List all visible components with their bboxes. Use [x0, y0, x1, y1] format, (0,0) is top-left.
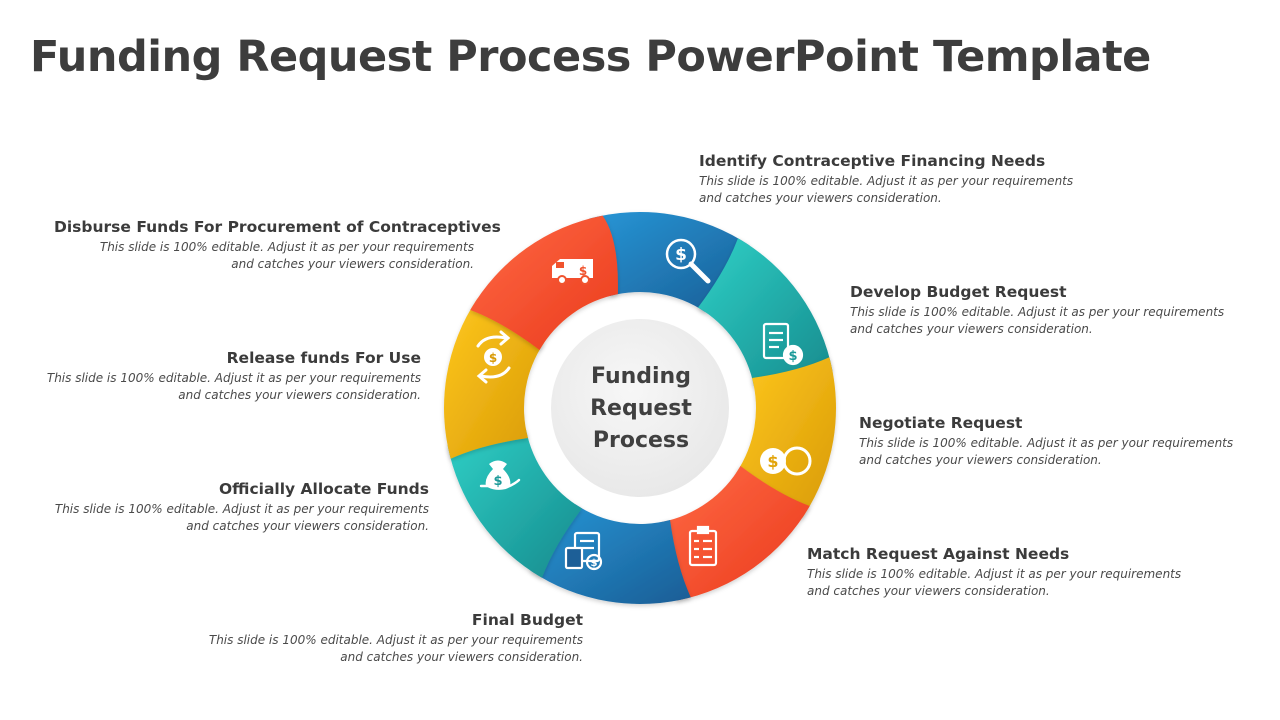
step-heading: Final Budget [471, 611, 583, 629]
svg-text:$: $ [579, 264, 587, 278]
svg-text:$: $ [591, 558, 598, 569]
step-description: This slide is 100% editable. Adjust it a… [54, 502, 429, 533]
dollar-search-icon: $ [665, 238, 711, 284]
step-heading: Identify Contraceptive Financing Needs [699, 152, 1046, 170]
ring-segment-8 [470, 215, 618, 350]
step-heading: Release funds For Use [226, 349, 421, 367]
svg-text:$: $ [767, 452, 778, 471]
ring-segment-3 [736, 357, 836, 518]
ring-segment-5 [530, 504, 691, 604]
svg-text:$: $ [489, 351, 497, 365]
svg-text:$: $ [788, 349, 797, 364]
step-description: This slide is 100% editable. Adjust it a… [850, 305, 1225, 336]
slide-title: Funding Request Process PowerPoint Templ… [30, 32, 1151, 82]
step-negotiate: Negotiate Request This slide is 100% edi… [859, 413, 1279, 469]
step-description: This slide is 100% editable. Adjust it a… [46, 371, 421, 402]
step-develop-budget: Develop Budget Request This slide is 100… [850, 282, 1270, 338]
step-allocate-funds: Officially Allocate Funds This slide is … [9, 479, 429, 535]
svg-text:$: $ [675, 245, 687, 265]
ring-segment-7 [444, 298, 544, 459]
step-description: This slide is 100% editable. Adjust it a… [99, 240, 474, 271]
step-heading: Develop Budget Request [850, 283, 1067, 301]
step-description: This slide is 100% editable. Adjust it a… [208, 633, 583, 664]
budget-document-icon: $ [762, 322, 804, 366]
step-description: This slide is 100% editable. Adjust it a… [699, 174, 1074, 205]
ring-segment-4 [662, 466, 810, 601]
step-final-budget: Final Budget This slide is 100% editable… [163, 610, 583, 666]
step-match-request: Match Request Against Needs This slide i… [807, 544, 1227, 600]
step-heading: Match Request Against Needs [807, 545, 1070, 563]
step-disburse-funds: Disburse Funds For Procurement of Contra… [54, 217, 501, 273]
ring-segment-6 [447, 430, 582, 578]
checklist-icon [688, 525, 718, 567]
negotiation-chat-icon: $ [760, 446, 812, 476]
step-identify-needs: Identify Contraceptive Financing Needs T… [699, 151, 1119, 207]
step-heading: Officially Allocate Funds [219, 480, 429, 498]
step-heading: Disburse Funds For Procurement of Contra… [54, 218, 501, 236]
step-description: This slide is 100% editable. Adjust it a… [859, 436, 1234, 467]
step-heading: Negotiate Request [859, 414, 1023, 432]
center-circle [551, 319, 729, 497]
center-label: Funding Request Process [590, 364, 692, 453]
calculator-invoice-icon: $ [564, 531, 603, 571]
step-release-funds: Release funds For Use This slide is 100%… [1, 348, 421, 404]
svg-text:$: $ [493, 474, 502, 489]
step-description: This slide is 100% editable. Adjust it a… [807, 567, 1182, 598]
money-bag-hand-icon: $ [479, 460, 521, 490]
delivery-van-icon: $ [552, 259, 593, 285]
money-exchange-icon: $ [476, 330, 511, 384]
